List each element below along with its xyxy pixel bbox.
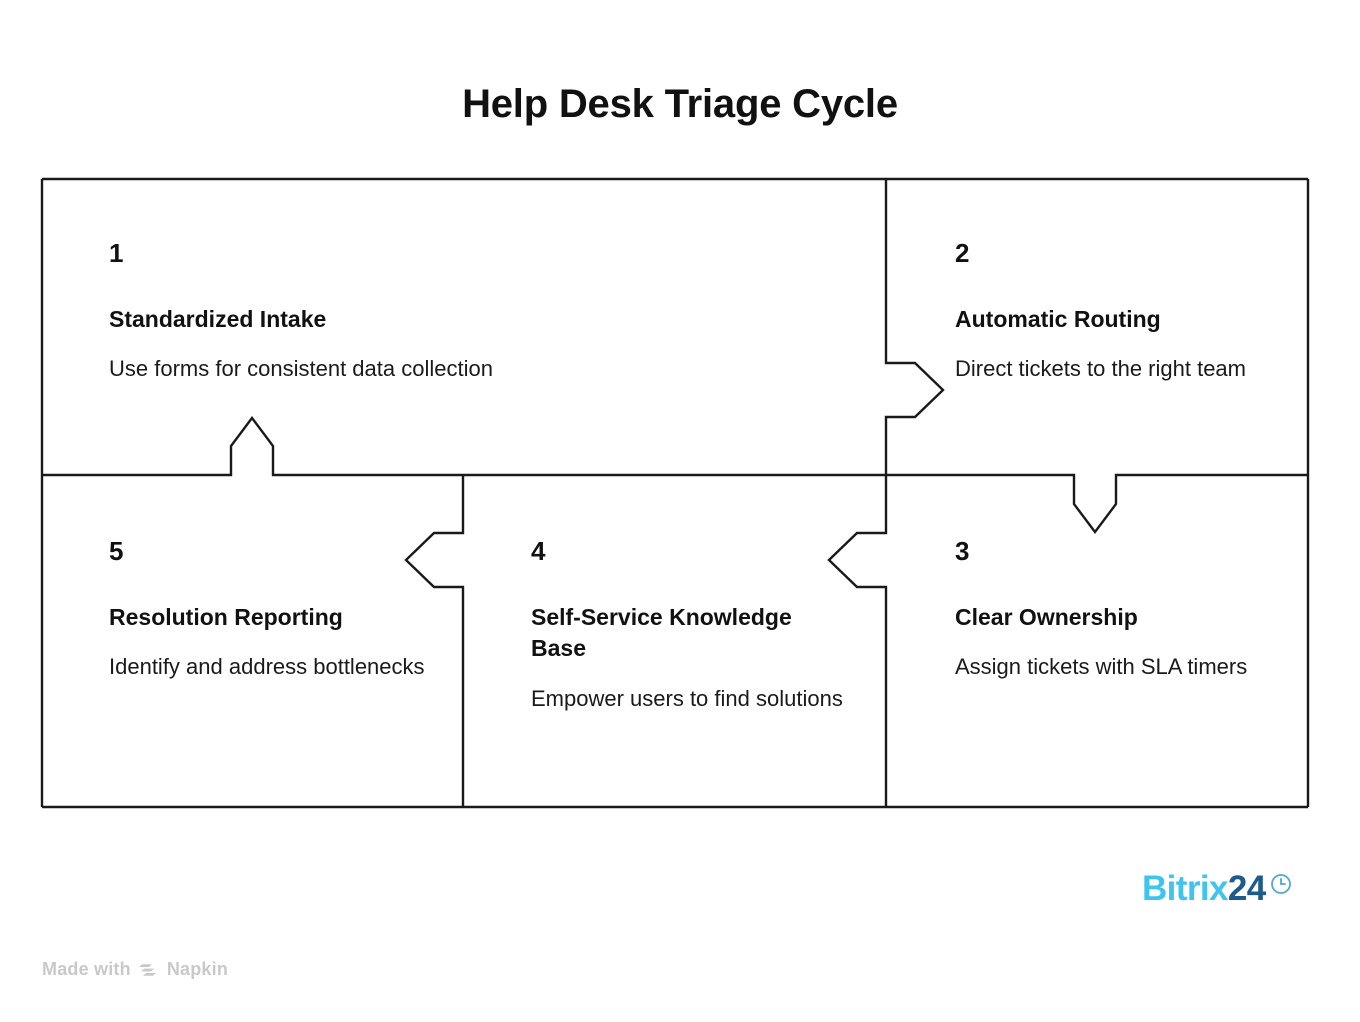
step-desc-4: Empower users to find solutions — [531, 685, 843, 711]
step-card-2[interactable]: 2 Automatic Routing Direct tickets to th… — [955, 240, 1265, 385]
step-desc-5: Identify and address bottlenecks — [109, 654, 425, 680]
step-number-5: 5 — [109, 536, 124, 566]
diagram-grid: 1 Standardized Intake Use forms for cons… — [40, 177, 1310, 809]
diagram-lines — [40, 177, 1310, 809]
step-number-2: 2 — [955, 238, 970, 268]
step-desc-3: Assign tickets with SLA timers — [955, 654, 1248, 680]
step-number-3: 3 — [955, 536, 970, 566]
page-title: Help Desk Triage Cycle — [462, 82, 898, 126]
step-card-4[interactable]: 4 Self-Service Knowledge Base Empower us… — [531, 538, 851, 714]
step-desc-2: Direct tickets to the right team — [955, 356, 1246, 382]
clock-icon — [1269, 872, 1293, 896]
bitrix24-wordmark-secondary: 24 — [1227, 869, 1266, 908]
step-title-2: Automatic Routing — [955, 306, 1161, 332]
step-card-5[interactable]: 5 Resolution Reporting Identify and addr… — [109, 538, 439, 683]
step-title-3: Clear Ownership — [955, 604, 1138, 630]
step-card-3[interactable]: 3 Clear Ownership Assign tickets with SL… — [955, 538, 1275, 683]
napkin-chevron-logo-icon — [138, 960, 159, 980]
step-card-1[interactable]: 1 Standardized Intake Use forms for cons… — [109, 240, 869, 385]
step-title-4: Self-Service Knowledge Base — [531, 604, 792, 662]
step-number-4: 4 — [531, 536, 546, 566]
divider-horizontal-left — [42, 416, 463, 477]
napkin-name-label: Napkin — [166, 959, 229, 979]
napkin-prefix-label: Made with — [42, 959, 131, 979]
divider-vertical-bottom-right — [827, 475, 888, 807]
bitrix24-logo: Bitrix 24 — [1142, 869, 1293, 909]
divider-vertical-bottom-left — [404, 475, 465, 807]
divider-vertical-top — [884, 179, 945, 475]
napkin-attribution: Made with Napkin — [42, 959, 228, 980]
divider-horizontal-right — [1054, 473, 1308, 534]
step-title-5: Resolution Reporting — [109, 604, 343, 630]
step-number-1: 1 — [109, 238, 124, 268]
step-title-1: Standardized Intake — [109, 306, 327, 332]
step-desc-1: Use forms for consistent data collection — [109, 356, 493, 382]
bitrix24-wordmark-primary: Bitrix — [1142, 869, 1228, 908]
